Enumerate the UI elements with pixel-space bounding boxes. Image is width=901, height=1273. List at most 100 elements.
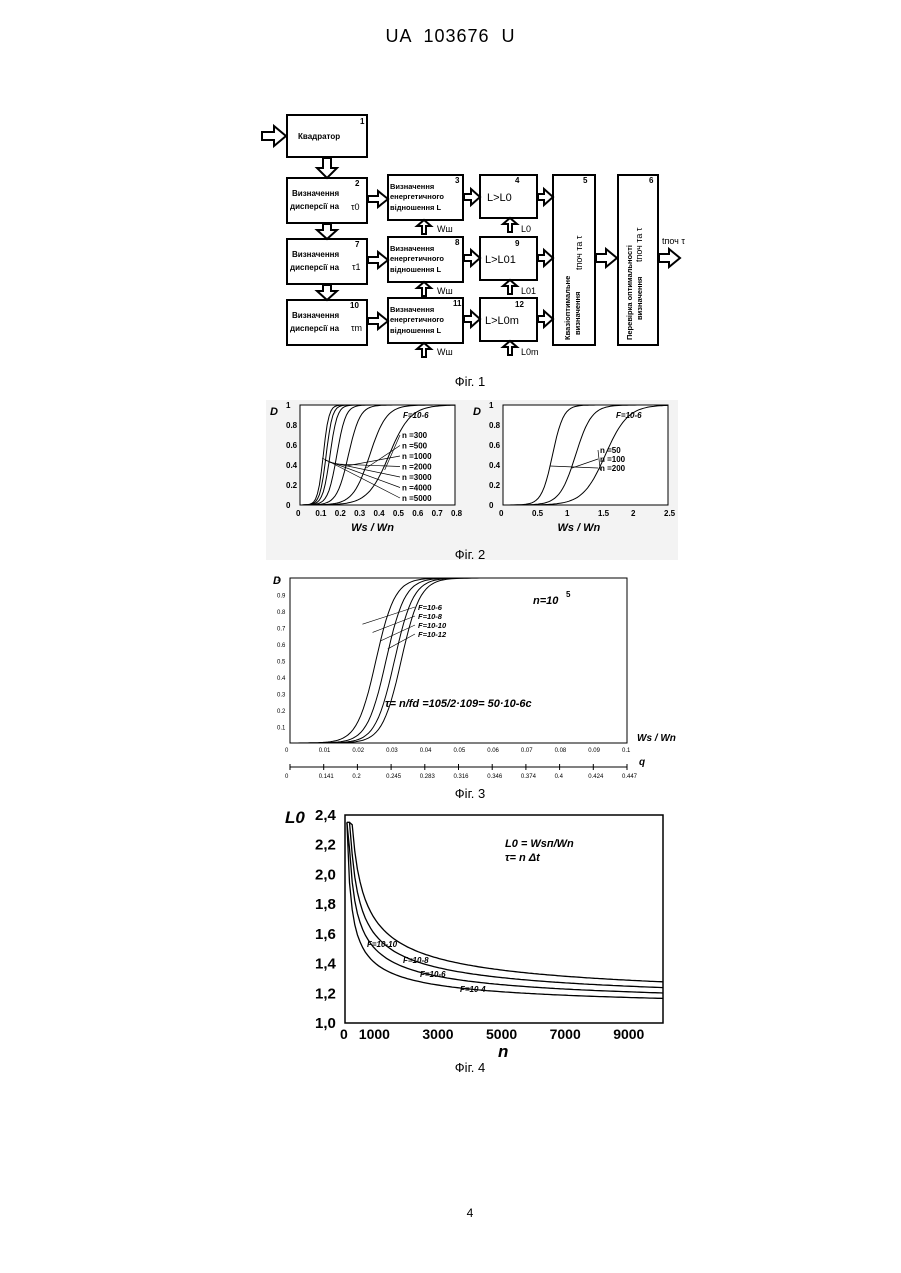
block-1-label: Квадратор <box>298 132 340 141</box>
y-tick-label: 1,8 <box>315 896 336 913</box>
x-tick-label: 0 <box>296 509 301 518</box>
fig4-caption: Фіг. 4 <box>0 1060 901 1075</box>
series-label: n =5000 <box>402 494 432 503</box>
block-diagram: 1 2 3 4 5 6 7 8 9 10 11 12 Квадратор Виз… <box>0 0 901 380</box>
arrow-8-9 <box>464 250 480 266</box>
svg-text:τ0: τ0 <box>351 202 360 212</box>
svg-text:Визначення: Визначення <box>390 244 434 253</box>
x-tick-label: 0.1 <box>315 509 327 518</box>
x-tick-label: 0.5 <box>532 509 544 518</box>
x-tick-label: 0 <box>499 509 504 518</box>
svg-text:Wш: Wш <box>437 224 453 234</box>
y-axis-label: D <box>473 406 481 418</box>
y-tick-label: 2,4 <box>315 807 337 824</box>
x-tick-label: 9000 <box>613 1026 644 1042</box>
plot-frame <box>290 578 627 743</box>
svg-text:10: 10 <box>350 301 359 310</box>
arrow-12-5 <box>538 311 553 327</box>
fig2-caption: Фіг. 2 <box>0 547 901 562</box>
svg-text:Перевірка оптимальності: Перевірка оптимальності <box>625 245 634 340</box>
tau-formula: τ= n/fd =105/2·109= 50·10-6c <box>385 698 532 710</box>
x-tick-label: 1 <box>565 509 570 518</box>
fig2-charts: 00.20.40.60.8100.10.20.30.40.50.60.70.8D… <box>0 395 901 565</box>
arrow-7-8 <box>368 252 388 268</box>
y-tick-label: 0.8 <box>489 421 501 430</box>
page-number: 4 <box>0 1206 901 1220</box>
svg-text:дисперсії на: дисперсії на <box>290 324 340 333</box>
series-label: F=10-4 <box>460 985 486 994</box>
x-tick-label: 0 <box>340 1026 348 1042</box>
y-tick-label: 0.1 <box>277 726 286 732</box>
series-label: n =300 <box>402 431 428 440</box>
svg-text:tпоч та τ: tпоч та τ <box>634 227 644 262</box>
y-tick-label: 0 <box>489 501 494 510</box>
x-tick-label: 0.2 <box>335 509 347 518</box>
q-tick-label: 0 <box>285 774 289 780</box>
svg-text:дисперсії на: дисперсії на <box>290 202 340 211</box>
arrow-10-11 <box>368 313 388 329</box>
x-tick-label: 0.8 <box>451 509 463 518</box>
series-label: n =50 <box>600 446 621 455</box>
svg-text:L>L01: L>L01 <box>485 254 516 266</box>
l-input-4 <box>503 218 517 232</box>
svg-text:L01: L01 <box>521 286 536 296</box>
arrow-7-10 <box>317 285 337 300</box>
arrow-4-5 <box>538 189 553 205</box>
series-label: F=10-6 <box>418 603 443 612</box>
q-tick-label: 0.316 <box>454 774 470 780</box>
x-tick-label: 0.4 <box>374 509 386 518</box>
x-tick-label: 0.3 <box>354 509 366 518</box>
svg-text:L>L0m: L>L0m <box>485 315 519 327</box>
svg-text:7: 7 <box>355 240 360 249</box>
q-tick-label: 0.4 <box>555 774 564 780</box>
series-label: n =1000 <box>402 452 432 461</box>
svg-text:відношення L: відношення L <box>390 203 442 212</box>
series-label: n =500 <box>402 442 428 451</box>
svg-text:Wш: Wш <box>437 286 453 296</box>
svg-text:визначення: визначення <box>635 277 644 320</box>
q-tick-label: 0.141 <box>319 774 335 780</box>
y-tick-label: 0.7 <box>277 627 286 633</box>
q-tick-label: 0.283 <box>420 774 436 780</box>
y-axis-label: L0 <box>285 808 305 827</box>
series-label: n =200 <box>600 464 626 473</box>
y-tick-label: 0.6 <box>489 441 501 450</box>
svg-text:6: 6 <box>649 176 654 185</box>
y-tick-label: 0.5 <box>277 660 286 666</box>
x-tick-label: 0.06 <box>487 748 499 754</box>
y-tick-label: 0.4 <box>489 461 501 470</box>
svg-text:Визначення: Визначення <box>292 311 340 320</box>
y-tick-label: 0.6 <box>286 441 298 450</box>
svg-text:Квазіоптимальне: Квазіоптимальне <box>563 276 572 340</box>
y-tick-label: 1,0 <box>315 1015 336 1032</box>
series-label: n =100 <box>600 455 626 464</box>
fig4-chart: 1,01,21,41,61,82,02,22,40100030005000700… <box>0 805 901 1065</box>
output-arrow <box>659 249 680 267</box>
q-tick-label: 0.374 <box>521 774 537 780</box>
y-tick-label: 0.4 <box>286 461 298 470</box>
x-tick-label: 0.5 <box>393 509 405 518</box>
y-tick-label: 1,6 <box>315 926 336 943</box>
x-tick-label: 5000 <box>486 1026 517 1042</box>
n-annotation-exponent: 5 <box>566 590 571 599</box>
series-label: F=10-10 <box>418 621 447 630</box>
svg-text:τm: τm <box>351 323 362 333</box>
svg-text:визначення: визначення <box>573 292 582 335</box>
svg-text:9: 9 <box>515 239 520 248</box>
y-axis-label: D <box>270 406 278 418</box>
y-tick-label: 2,2 <box>315 837 336 854</box>
y-tick-label: 2,0 <box>315 866 336 883</box>
series-label: F=10-8 <box>418 612 443 621</box>
arrow-9-5 <box>538 250 553 266</box>
y-tick-label: 0.3 <box>277 693 286 699</box>
fig1-caption: Фіг. 1 <box>0 374 901 389</box>
svg-text:11: 11 <box>453 299 462 308</box>
y-tick-label: 0.2 <box>489 481 501 490</box>
svg-text:Визначення: Визначення <box>292 250 340 259</box>
y-tick-label: 1 <box>286 401 291 410</box>
svg-text:2: 2 <box>355 179 360 188</box>
x-axis-label: n <box>498 1042 508 1061</box>
svg-text:відношення L: відношення L <box>390 265 442 274</box>
input-arrow <box>262 126 286 146</box>
y-tick-label: 0 <box>286 501 291 510</box>
